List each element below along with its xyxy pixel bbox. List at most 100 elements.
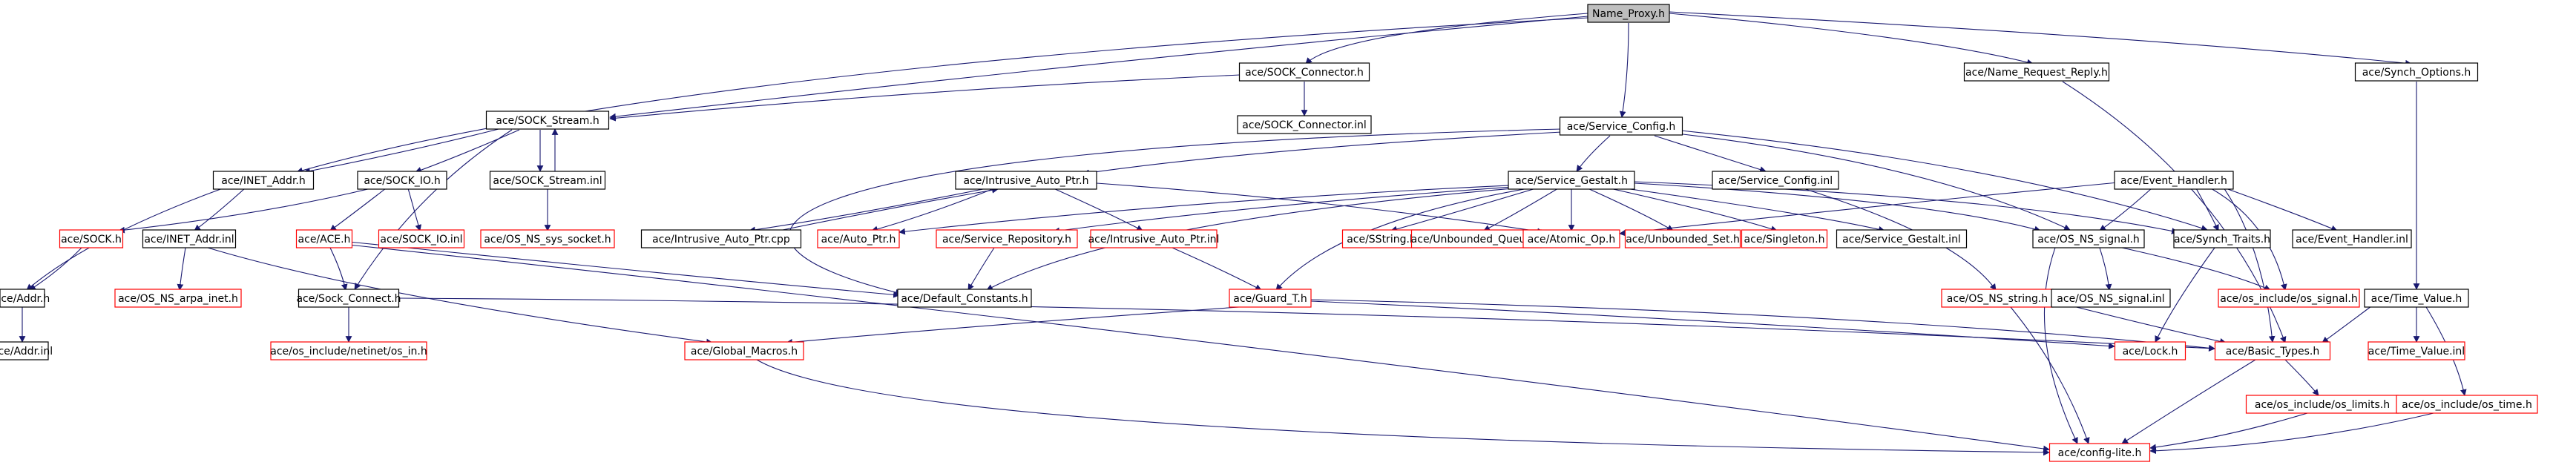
node-inetinl[interactable]: ace/INET_Addr.inl (142, 229, 237, 248)
edge-aceh-to-cfg (348, 244, 2050, 452)
edge-ostime-to-cfg (2149, 412, 2434, 455)
node-label: ace/Basic_Types.h (2226, 346, 2319, 358)
node-osnsiginl[interactable]: ace/OS_NS_signal.inl (2051, 289, 2171, 308)
edge-osnsstr-to-cfg (2010, 306, 2090, 444)
node-osarpa[interactable]: ace/OS_NS_arpa_inet.h (114, 289, 242, 308)
node-svc[interactable]: ace/Service_Config.h (1559, 116, 1683, 136)
node-aceh[interactable]: ace/ACE.h (295, 229, 353, 248)
node-sconn[interactable]: ace/Sock_Connect.h (296, 289, 401, 308)
node-eh[interactable]: ace/Event_Handler.h (2114, 171, 2234, 190)
node-box (640, 229, 802, 248)
node-label: ace/Lock.h (2123, 346, 2178, 358)
node-tvinl[interactable]: ace/Time_Value.inl (2368, 341, 2465, 360)
node-ssinl[interactable]: ace/SOCK_Stream.inl (489, 171, 606, 190)
node-box (1238, 62, 1370, 82)
edge-limits-to-cfg (2149, 412, 2308, 451)
node-box (2114, 171, 2234, 190)
node-label: ace/Event_Handler.inl (2296, 234, 2408, 246)
node-label: ace/Service_Repository.h (942, 234, 1071, 246)
node-bt[interactable]: ace/Basic_Types.h (2214, 341, 2331, 360)
edge-synt-to-lock (2155, 247, 2215, 343)
edge-tv-to-bt (2322, 303, 2375, 343)
node-iapinl[interactable]: ace/Intrusive_Auto_Ptr.inl (1088, 229, 1220, 248)
node-tv[interactable]: ace/Time_Value.h (2364, 289, 2469, 308)
node-sing[interactable]: ace/Singleton.h (1741, 229, 1828, 248)
node-gm[interactable]: ace/Global_Macros.h (684, 341, 804, 360)
node-synt[interactable]: ace/Synch_Traits.h (2173, 229, 2271, 248)
edge-ss-to-sconn (354, 129, 513, 290)
node-box (1559, 116, 1683, 136)
node-box (1237, 115, 1372, 134)
node-addrh[interactable]: ace/Addr.h (0, 289, 50, 308)
edge-bt-to-cfg (2121, 359, 2256, 444)
node-box (0, 289, 45, 308)
node-sg[interactable]: ace/Service_Gestalt.h (1508, 171, 1635, 190)
edge-iapinl-to-guard (1172, 247, 1262, 291)
node-sc[interactable]: ace/SOCK_Connector.h (1238, 62, 1370, 82)
node-box (2114, 341, 2186, 360)
node-srep[interactable]: ace/Service_Repository.h (936, 229, 1078, 248)
node-so[interactable]: ace/Synch_Options.h (2354, 62, 2479, 82)
node-label: ace/Global_Macros.h (691, 346, 798, 358)
edge-iapcpp-to-iap (778, 187, 999, 231)
node-iapcpp[interactable]: ace/Intrusive_Auto_Ptr.cpp (640, 229, 802, 248)
node-sio[interactable]: ace/SOCK_IO.h (357, 171, 447, 190)
node-box (817, 229, 900, 248)
edge-svc-to-synt (1680, 130, 2208, 231)
edge-sg-to-sginl (1624, 188, 1885, 233)
edge-root-to-sc (1305, 13, 1588, 65)
node-autoptr[interactable]: ace/Auto_Ptr.h (817, 229, 900, 248)
node-defc[interactable]: ace/Default_Constants.h (897, 289, 1032, 308)
node-label: ace/os_include/os_limits.h (2255, 399, 2390, 411)
node-box (357, 171, 447, 190)
node-scinl[interactable]: ace/SOCK_Connector.inl (1237, 115, 1372, 134)
node-label: ace/Addr.h (0, 293, 50, 305)
node-label: ace/Default_Constants.h (901, 293, 1028, 305)
node-box (2368, 341, 2465, 360)
node-sockh[interactable]: ace/SOCK.h (59, 229, 124, 248)
node-lock[interactable]: ace/Lock.h (2114, 341, 2186, 360)
node-box (59, 229, 124, 248)
node-label: ace/INET_Addr.inl (144, 234, 234, 246)
edge-ss-to-sio (415, 129, 520, 174)
node-box (2292, 229, 2412, 248)
node-label: ace/ACE.h (298, 234, 351, 246)
node-label: ace/Guard_T.h (1233, 293, 1307, 305)
node-sginl[interactable]: ace/Service_Gestalt.inl (1836, 229, 1968, 248)
node-label: ace/SOCK_Stream.inl (493, 175, 602, 187)
node-osisig[interactable]: ace/os_include/os_signal.h (2218, 289, 2360, 308)
node-addrinl[interactable]: ace/Addr.inl (0, 341, 53, 360)
node-ubq[interactable]: ace/Unbounded_Queue.h (1411, 229, 1542, 248)
node-label: ace/Service_Gestalt.inl (1842, 234, 1961, 246)
node-ss[interactable]: ace/SOCK_Stream.h (485, 111, 610, 130)
node-box (1712, 171, 1839, 190)
node-iap[interactable]: ace/Intrusive_Auto_Ptr.h (955, 171, 1097, 190)
node-osnsig[interactable]: ace/OS_NS_signal.h (2032, 229, 2145, 248)
node-limits[interactable]: ace/os_include/os_limits.h (2245, 395, 2399, 414)
node-guard[interactable]: ace/Guard_T.h (1229, 289, 1312, 308)
node-ehinl[interactable]: ace/Event_Handler.inl (2292, 229, 2412, 248)
edge-sg-to-ubq (1483, 188, 1559, 231)
node-netin[interactable]: ace/os_include/netinet/os_in.h (270, 341, 427, 360)
edge-iap-to-iapinl (1053, 188, 1143, 231)
node-sioinl[interactable]: ace/SOCK_IO.inl (378, 229, 465, 248)
node-nrr[interactable]: ace/Name_Request_Reply.h (1963, 62, 2110, 82)
node-osnsstr[interactable]: ace/OS_NS_string.h (1941, 289, 2054, 308)
edge-sg-to-sing (1609, 188, 1778, 232)
node-atom[interactable]: ace/Atomic_Op.h (1522, 229, 1620, 248)
node-osnss[interactable]: ace/OS_NS_sys_socket.h (480, 229, 615, 248)
node-root[interactable]: Name_Proxy.h (1587, 4, 1670, 23)
edge-iap-to-iapcpp (749, 188, 988, 234)
node-cfg[interactable]: ace/config-lite.h (2048, 443, 2151, 462)
node-box (1090, 229, 1218, 248)
node-label: ace/SString.h (1347, 234, 1416, 246)
node-inet[interactable]: ace/INET_Addr.h (212, 171, 315, 190)
edge-sockh-to-addrh (29, 247, 82, 291)
node-sstr[interactable]: ace/SString.h (1341, 229, 1422, 248)
node-svcinl[interactable]: ace/Service_Config.inl (1712, 171, 1839, 190)
node-ubs[interactable]: ace/Unbounded_Set.h (1624, 229, 1741, 248)
edge-sio-to-sioinl (407, 188, 422, 231)
node-ostime[interactable]: ace/os_include/os_time.h (2396, 395, 2538, 414)
node-label: ace/Name_Request_Reply.h (1965, 67, 2108, 79)
edge-root-to-ss (609, 16, 1588, 120)
